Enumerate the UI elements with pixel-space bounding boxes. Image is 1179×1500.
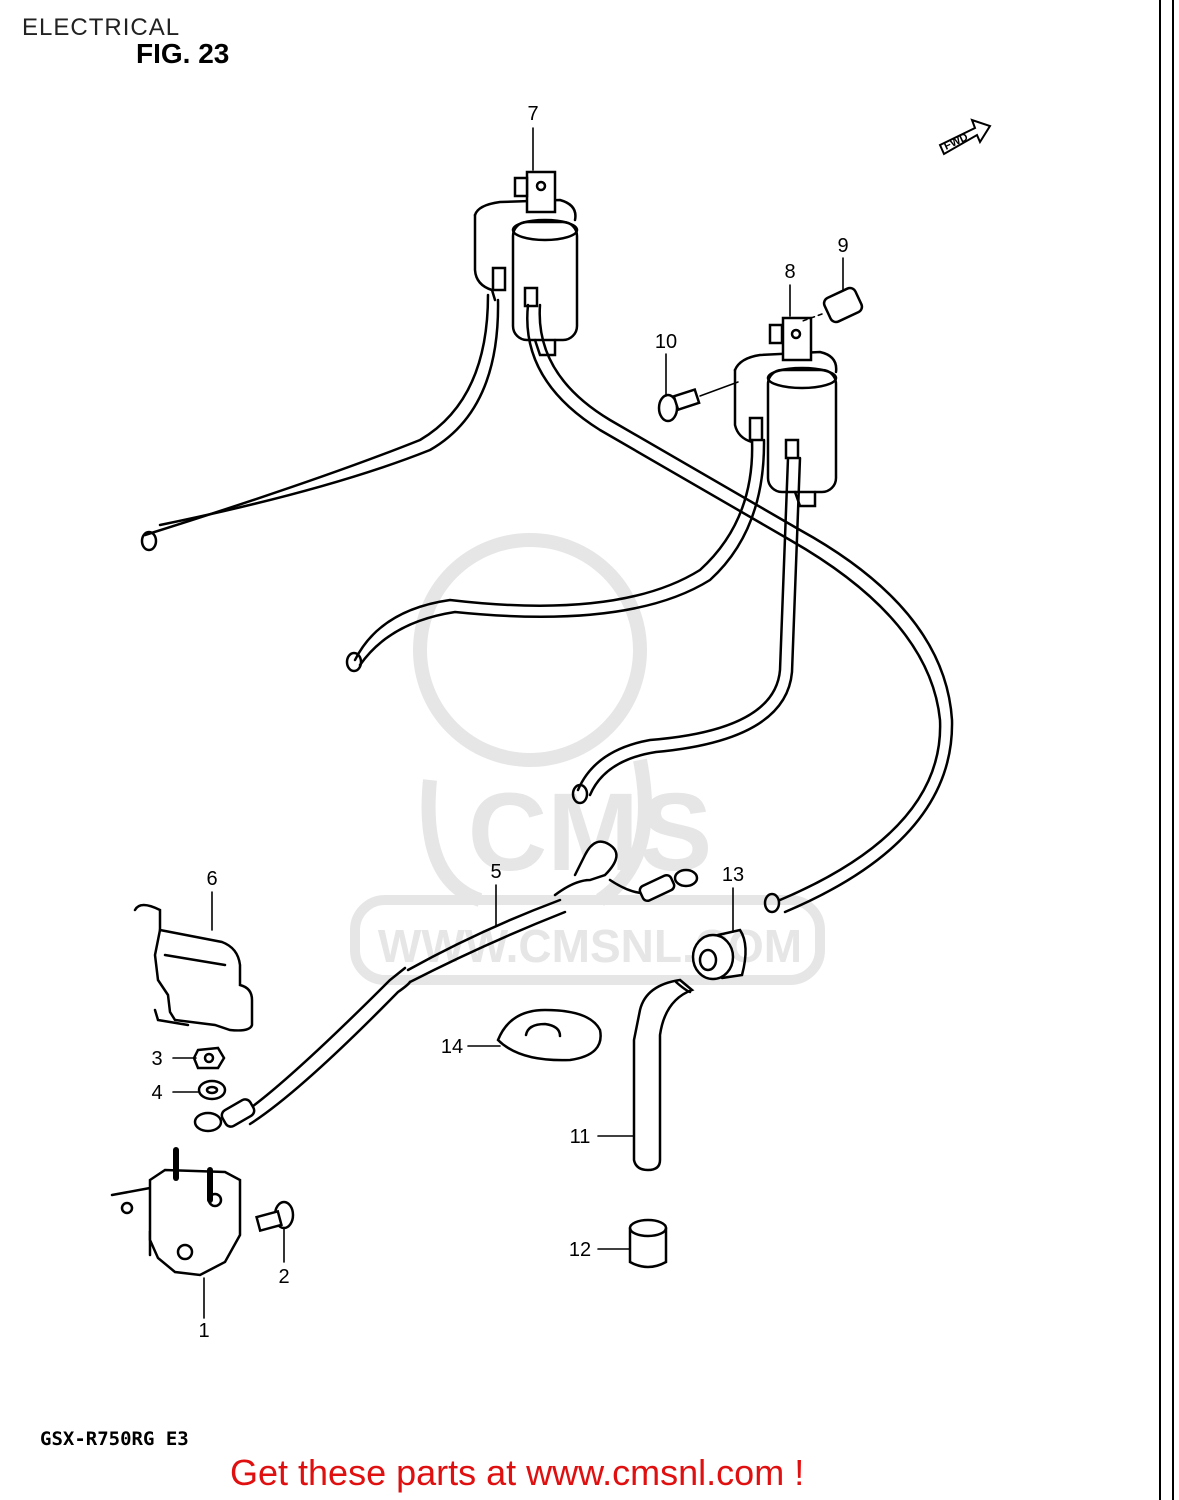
callout-14: 14 xyxy=(441,1036,463,1058)
plug-cap-sleeve[interactable] xyxy=(628,1218,668,1269)
section-title: ELECTRICAL xyxy=(22,14,181,41)
leader-lines xyxy=(172,127,844,1319)
callout-1: 1 xyxy=(198,1320,209,1342)
model-code: GSX-R750RG E3 xyxy=(40,1428,189,1450)
nut[interactable] xyxy=(192,1046,226,1070)
callout-8: 8 xyxy=(784,261,795,283)
relay-screw[interactable] xyxy=(255,1200,295,1233)
callout-6: 6 xyxy=(206,868,217,890)
grommet[interactable] xyxy=(691,928,747,981)
watermark xyxy=(350,533,825,985)
battery-cable[interactable] xyxy=(193,840,699,1133)
callout-2: 2 xyxy=(278,1266,289,1288)
washer[interactable] xyxy=(197,1079,227,1101)
callout-10: 10 xyxy=(655,331,677,353)
high-tension-leads xyxy=(140,293,954,914)
coil-mount-screw[interactable] xyxy=(657,381,739,423)
figure-number: FIG. 23 xyxy=(136,38,230,69)
callout-12: 12 xyxy=(569,1239,591,1261)
watermark-url: WWW.CMSNL.COM xyxy=(378,920,802,972)
ignition-coil-lower[interactable] xyxy=(733,316,838,508)
callout-4: 4 xyxy=(151,1082,162,1104)
fwd-label: FWD xyxy=(942,131,970,152)
fwd-arrow-icon: FWD xyxy=(938,118,992,156)
page-border xyxy=(1159,0,1174,1500)
watermark-logo-icon xyxy=(413,533,647,767)
starter-relay[interactable] xyxy=(110,1147,242,1277)
spark-plug-cap[interactable] xyxy=(632,978,695,1172)
callout-3: 3 xyxy=(151,1048,162,1070)
callout-9: 9 xyxy=(837,235,848,257)
callout-13: 13 xyxy=(722,864,744,886)
callout-7: 7 xyxy=(527,103,538,125)
rubber-cushion[interactable] xyxy=(496,1008,602,1062)
ignition-coil-upper[interactable] xyxy=(473,170,579,357)
promo-link[interactable]: Get these parts at www.cmsnl.com ! xyxy=(230,1452,805,1493)
terminal-cover[interactable] xyxy=(133,903,254,1032)
callout-11: 11 xyxy=(570,1126,591,1148)
callout-5: 5 xyxy=(490,861,501,883)
callouts: 7 8 9 10 6 5 13 14 3 4 11 12 2 1 xyxy=(151,103,848,1342)
terminal-cap[interactable] xyxy=(799,286,864,324)
